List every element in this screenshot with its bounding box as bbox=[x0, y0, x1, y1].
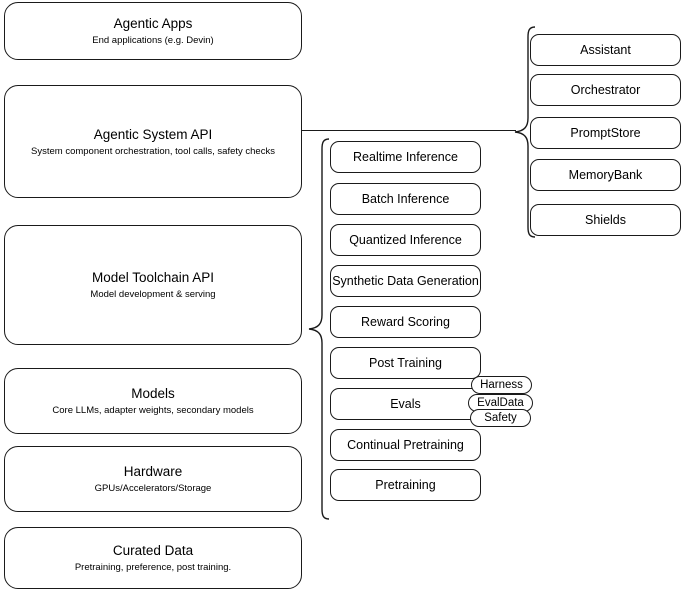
layer-subtitle: End applications (e.g. Devin) bbox=[92, 35, 214, 46]
layer-box-hardware[interactable]: Hardware GPUs/Accelerators/Storage bbox=[4, 446, 302, 512]
agentic-item-assistant[interactable]: Assistant bbox=[530, 34, 681, 66]
eval-tag-safety[interactable]: Safety bbox=[470, 409, 531, 427]
layer-box-model-toolchain-api[interactable]: Model Toolchain API Model development & … bbox=[4, 225, 302, 345]
toolchain-item-label: Reward Scoring bbox=[361, 314, 450, 329]
layer-title: Agentic System API bbox=[93, 126, 213, 142]
layer-title: Model Toolchain API bbox=[91, 270, 215, 285]
toolchain-item-label: Batch Inference bbox=[361, 191, 450, 206]
layer-subtitle: Core LLMs, adapter weights, secondary mo… bbox=[52, 405, 254, 416]
eval-tag-label: Harness bbox=[480, 379, 523, 391]
toolchain-item-label: Evals bbox=[390, 396, 421, 411]
agentic-item-label: Shields bbox=[585, 212, 626, 227]
layer-title: Agentic Apps bbox=[113, 16, 193, 31]
toolchain-item-label: Synthetic Data Generation bbox=[332, 273, 479, 288]
eval-tag-harness[interactable]: Harness bbox=[471, 376, 532, 394]
toolchain-item-synthetic-data-generation[interactable]: Synthetic Data Generation bbox=[330, 265, 481, 297]
toolchain-item-evals[interactable]: Evals bbox=[330, 388, 481, 420]
agentic-item-shields[interactable]: Shields bbox=[530, 204, 681, 236]
layer-subtitle: Model development & serving bbox=[90, 289, 216, 300]
toolchain-item-label: Continual Pretraining bbox=[347, 437, 464, 452]
toolchain-item-label: Quantized Inference bbox=[349, 232, 462, 247]
layer-title: Curated Data bbox=[112, 543, 194, 558]
eval-tag-label: Safety bbox=[484, 412, 517, 424]
toolchain-item-reward-scoring[interactable]: Reward Scoring bbox=[330, 306, 481, 338]
layer-box-models[interactable]: Models Core LLMs, adapter weights, secon… bbox=[4, 368, 302, 434]
agentic-item-promptstore[interactable]: PromptStore bbox=[530, 117, 681, 149]
layer-box-curated-data[interactable]: Curated Data Pretraining, preference, po… bbox=[4, 527, 302, 589]
toolchain-item-realtime-inference[interactable]: Realtime Inference bbox=[330, 141, 481, 173]
toolchain-item-label: Realtime Inference bbox=[353, 149, 458, 164]
agentic-item-label: Assistant bbox=[580, 42, 631, 57]
layer-subtitle: Pretraining, preference, post training. bbox=[74, 562, 232, 573]
layer-subtitle: GPUs/Accelerators/Storage bbox=[94, 483, 212, 494]
toolchain-item-batch-inference[interactable]: Batch Inference bbox=[330, 183, 481, 215]
layer-box-agentic-apps[interactable]: Agentic Apps End applications (e.g. Devi… bbox=[4, 2, 302, 60]
toolchain-item-post-training[interactable]: Post Training bbox=[330, 347, 481, 379]
toolchain-item-label: Post Training bbox=[369, 355, 442, 370]
toolchain-item-label: Pretraining bbox=[375, 477, 436, 492]
layer-title: Models bbox=[131, 386, 175, 401]
toolchain-item-continual-pretraining[interactable]: Continual Pretraining bbox=[330, 429, 481, 461]
connector-agentic-system-api-to-agentic-items bbox=[302, 130, 516, 132]
bracket-toolchain bbox=[308, 138, 330, 520]
agentic-item-label: PromptStore bbox=[570, 125, 641, 140]
agentic-item-orchestrator[interactable]: Orchestrator bbox=[530, 74, 681, 106]
toolchain-item-quantized-inference[interactable]: Quantized Inference bbox=[330, 224, 481, 256]
agentic-item-memorybank[interactable]: MemoryBank bbox=[530, 159, 681, 191]
bracket-agentic-items bbox=[514, 26, 536, 238]
agentic-item-label: MemoryBank bbox=[568, 167, 643, 182]
layer-title: Hardware bbox=[123, 464, 183, 479]
agentic-item-label: Orchestrator bbox=[570, 82, 641, 97]
eval-tag-label: EvalData bbox=[477, 397, 524, 409]
toolchain-item-pretraining[interactable]: Pretraining bbox=[330, 469, 481, 501]
eval-tag-evaldata[interactable]: EvalData bbox=[468, 394, 533, 412]
layer-box-agentic-system-api[interactable]: Agentic System API System component orch… bbox=[4, 85, 302, 198]
layer-subtitle: System component orchestration, tool cal… bbox=[31, 145, 275, 157]
